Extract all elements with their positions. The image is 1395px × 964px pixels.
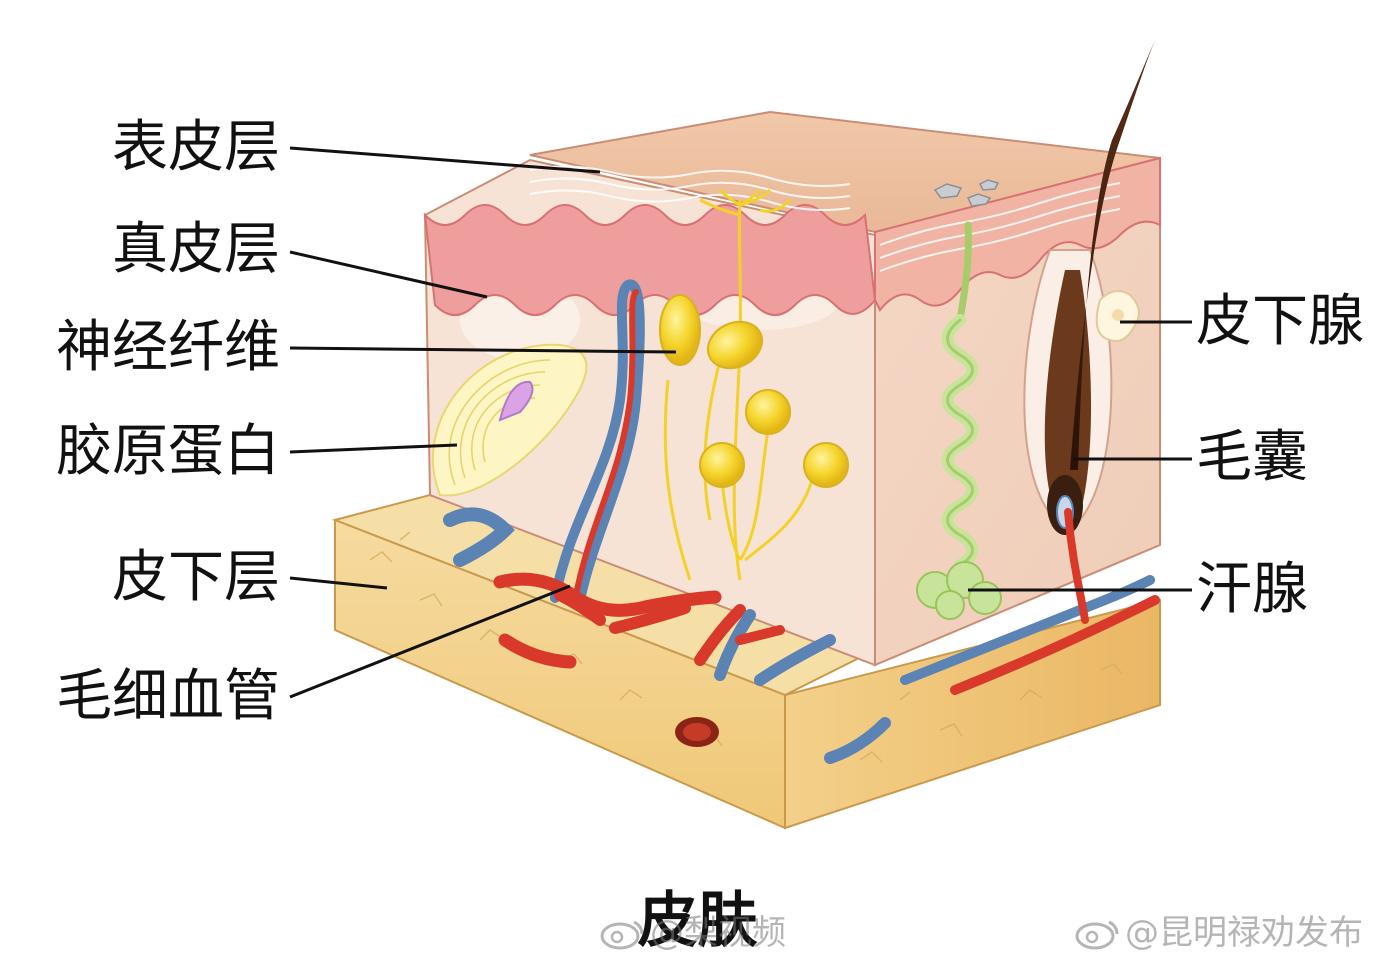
watermark-right-text: @昆明禄劝发布 — [1125, 913, 1363, 953]
label-subcutaneous: 皮下层 — [112, 545, 280, 610]
watermark-left: @梨视频 — [600, 905, 786, 954]
label-nerve-fiber: 神经纤维 — [56, 315, 280, 380]
leader-dermis — [289, 250, 488, 299]
hair-follicle — [1023, 40, 1155, 624]
weibo-icon — [600, 920, 644, 950]
diagram-title: 皮肤 — [637, 886, 758, 956]
nerve-fiber-network — [659, 188, 849, 581]
leader-subcutaneous — [289, 576, 388, 590]
leader-capillary — [289, 584, 571, 699]
leader-nerve-fiber — [289, 346, 677, 354]
capillary-network — [443, 279, 1160, 695]
epidermis-surface — [423, 110, 1161, 316]
label-dermis: 真皮层 — [112, 217, 280, 282]
leader-epidermis — [289, 146, 601, 174]
weibo-icon — [1075, 920, 1119, 950]
leader-collagen — [289, 443, 458, 454]
collagen-corpuscle — [431, 343, 588, 497]
label-capillary: 毛细血管 — [56, 664, 280, 729]
label-sweat-gland: 汗腺 — [1196, 557, 1308, 622]
label-sebaceous-gland: 皮下腺 — [1196, 289, 1364, 354]
label-collagen: 胶原蛋白 — [56, 419, 280, 484]
watermark-right: @昆明禄劝发布 — [1075, 905, 1363, 954]
label-hair-follicle: 毛囊 — [1196, 425, 1308, 490]
label-epidermis: 表皮层 — [112, 115, 280, 180]
leader-lines — [289, 146, 1192, 699]
watermark-left-text: @梨视频 — [650, 913, 786, 953]
